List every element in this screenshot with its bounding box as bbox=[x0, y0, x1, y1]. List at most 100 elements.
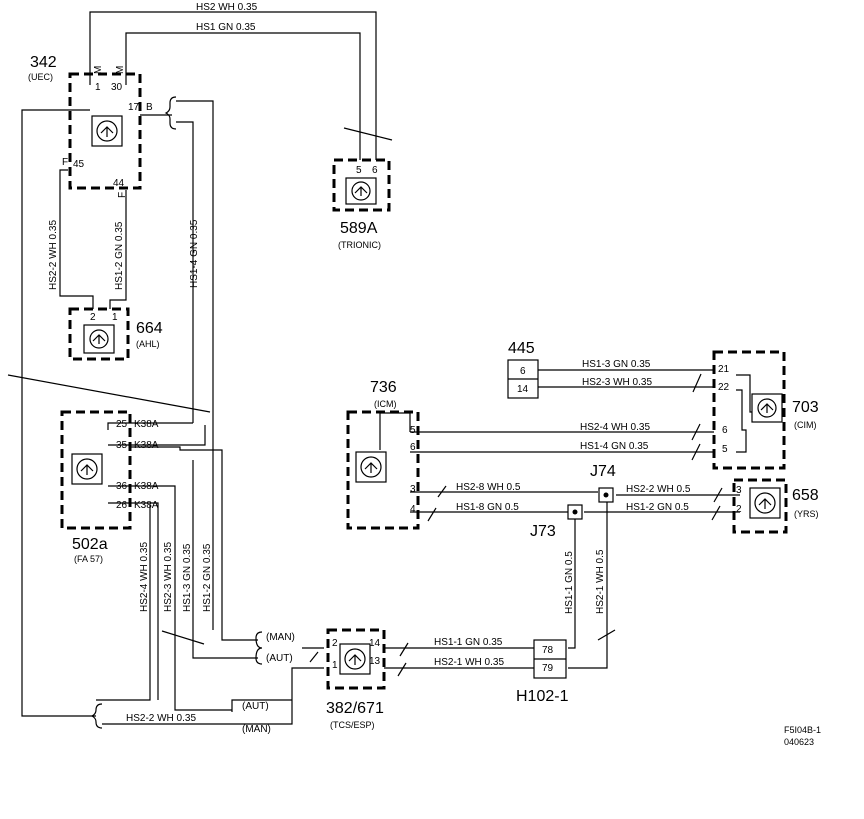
pin-labels: M M 1 30 17 B F 45 44 F 5 6 2 1 25 35 36… bbox=[62, 66, 742, 674]
wl-v-hs1-2: HS1-2 GN 0.35 bbox=[114, 221, 125, 290]
wire-top-hs1 bbox=[125, 32, 361, 160]
wire-502-35 bbox=[108, 425, 206, 446]
wire-hs2-2-v bbox=[59, 169, 94, 309]
wire-703-loop2 bbox=[736, 389, 747, 453]
wire-502-hs1-3 bbox=[192, 460, 258, 659]
label-736-name: (ICM) bbox=[374, 399, 397, 409]
wire-v-hs1-1 bbox=[568, 512, 576, 649]
pin-736-4: 4 bbox=[410, 504, 416, 515]
pin-502-25: 25 bbox=[116, 419, 128, 430]
wire-hs2-4-v bbox=[96, 505, 151, 701]
wl-k38a-1: K38A bbox=[134, 419, 159, 430]
label-342-number: 342 bbox=[30, 54, 57, 71]
wl-445-hs2-3: HS2-3 WH 0.35 bbox=[582, 377, 652, 388]
label-664-number: 664 bbox=[136, 320, 163, 337]
module-icon-664 bbox=[83, 324, 115, 354]
pin-342-17: 17 bbox=[128, 102, 140, 113]
label-736-number: 736 bbox=[370, 379, 397, 396]
module-icon-589 bbox=[345, 177, 377, 205]
junction-j73-dot bbox=[572, 509, 578, 515]
break-736-2 bbox=[691, 443, 701, 461]
break-382-l bbox=[309, 651, 319, 663]
label-502-name: (FA 57) bbox=[74, 554, 103, 564]
pin-703-21: 21 bbox=[718, 364, 730, 375]
label-342-name: (UEC) bbox=[28, 72, 53, 82]
pin-736-6: 6 bbox=[410, 442, 416, 453]
wire-hs1-4 bbox=[176, 121, 194, 423]
wl-k38a-4: K38A bbox=[134, 500, 159, 511]
pin-h102-79: 79 bbox=[542, 663, 554, 674]
pin-658-3: 3 bbox=[736, 485, 742, 496]
wl-v-hs1-4: HS1-4 GN 0.35 bbox=[189, 219, 200, 288]
pin-342-45: 45 bbox=[73, 159, 85, 170]
wl-v-hs2-2: HS2-2 WH 0.35 bbox=[48, 220, 59, 290]
pin-502-26: 26 bbox=[116, 500, 128, 511]
label-658-name: (YRS) bbox=[794, 509, 819, 519]
pin-342-m2: M bbox=[115, 66, 126, 74]
wl-502-hs1-3: HS1-3 GN 0.35 bbox=[182, 543, 193, 612]
wire-736-top bbox=[379, 412, 411, 450]
pin-382-14: 14 bbox=[369, 638, 381, 649]
wl-man-2: (MAN) bbox=[242, 724, 271, 735]
wl-bot-hs2-2: HS2-2 WH 0.35 bbox=[126, 713, 196, 724]
wire-top-hs2 bbox=[89, 11, 377, 160]
wire-bracket-man-aut bbox=[255, 631, 263, 665]
wire-bracket-bottom bbox=[90, 703, 103, 729]
wl-736-hs1-4: HS1-4 GN 0.35 bbox=[580, 441, 649, 452]
label-j74-number: J74 bbox=[590, 463, 616, 480]
wire-hs1-2-v bbox=[109, 190, 127, 309]
module-icon-736 bbox=[355, 451, 387, 483]
wl-736-hs2-8: HS2-8 WH 0.5 bbox=[456, 482, 521, 493]
junction-j74-dot bbox=[603, 492, 609, 498]
break-445 bbox=[692, 373, 702, 393]
pin-703-5: 5 bbox=[722, 444, 728, 455]
pin-658-2: 2 bbox=[736, 504, 742, 515]
wl-man-1: (MAN) bbox=[266, 632, 295, 643]
wl-aut-2: (AUT) bbox=[242, 701, 269, 712]
wl-502-hs1-2: HS1-2 GN 0.35 bbox=[202, 543, 213, 612]
pin-703-6: 6 bbox=[722, 425, 728, 436]
wl-k38a-2: K38A bbox=[134, 440, 159, 451]
wl-658-hs1-2: HS1-2 GN 0.5 bbox=[626, 502, 689, 513]
module-icon-703 bbox=[751, 393, 783, 423]
wl-top-hs2: HS2 WH 0.35 bbox=[196, 2, 258, 13]
wl-502-hs2-4: HS2-4 WH 0.35 bbox=[139, 542, 150, 612]
module-icon-342 bbox=[91, 115, 123, 147]
wl-b-hs1-1: HS1-1 GN 0.35 bbox=[434, 637, 503, 648]
break-658-1 bbox=[713, 487, 723, 503]
wl-736-hs2-4: HS2-4 WH 0.35 bbox=[580, 422, 650, 433]
wire-diagonal bbox=[7, 374, 211, 413]
wire-break-502 bbox=[161, 630, 205, 645]
footer-code-2: 040623 bbox=[784, 737, 814, 747]
pin-445-14: 14 bbox=[517, 384, 529, 395]
box-658 bbox=[732, 478, 788, 534]
wire-502-36 bbox=[108, 485, 232, 711]
pin-445-6: 6 bbox=[520, 366, 526, 377]
label-382-number: 382/671 bbox=[326, 700, 384, 717]
wire-bracket-b bbox=[164, 96, 177, 130]
wire-break-mark bbox=[343, 127, 393, 141]
pin-502-35: 35 bbox=[116, 440, 128, 451]
box-664 bbox=[68, 307, 130, 361]
footer-code-1: F5I04B-1 bbox=[784, 725, 821, 735]
pin-342-m1: M bbox=[93, 66, 104, 74]
wl-v-hs1-1: HS1-1 GN 0.5 bbox=[564, 551, 575, 614]
wl-736-hs1-8: HS1-8 GN 0.5 bbox=[456, 502, 519, 513]
box-703 bbox=[712, 350, 786, 470]
component-labels: 342 (UEC) 589A (TRIONIC) 664 (AHL) 502a … bbox=[28, 54, 819, 730]
pin-703-22: 22 bbox=[718, 382, 730, 393]
box-589 bbox=[332, 158, 391, 212]
break-382-r1 bbox=[399, 642, 409, 657]
pin-664-2: 2 bbox=[90, 312, 96, 323]
module-icon-658 bbox=[749, 487, 781, 519]
label-658-number: 658 bbox=[792, 487, 819, 504]
wire-hs1-4-top bbox=[176, 100, 214, 630]
module-icons bbox=[71, 115, 783, 675]
pin-h102-78: 78 bbox=[542, 645, 554, 656]
wl-b-hs2-1: HS2-1 WH 0.35 bbox=[434, 657, 504, 668]
break-658-2 bbox=[711, 505, 721, 521]
label-703-name: (CIM) bbox=[794, 420, 817, 430]
component-boxes bbox=[60, 72, 788, 690]
